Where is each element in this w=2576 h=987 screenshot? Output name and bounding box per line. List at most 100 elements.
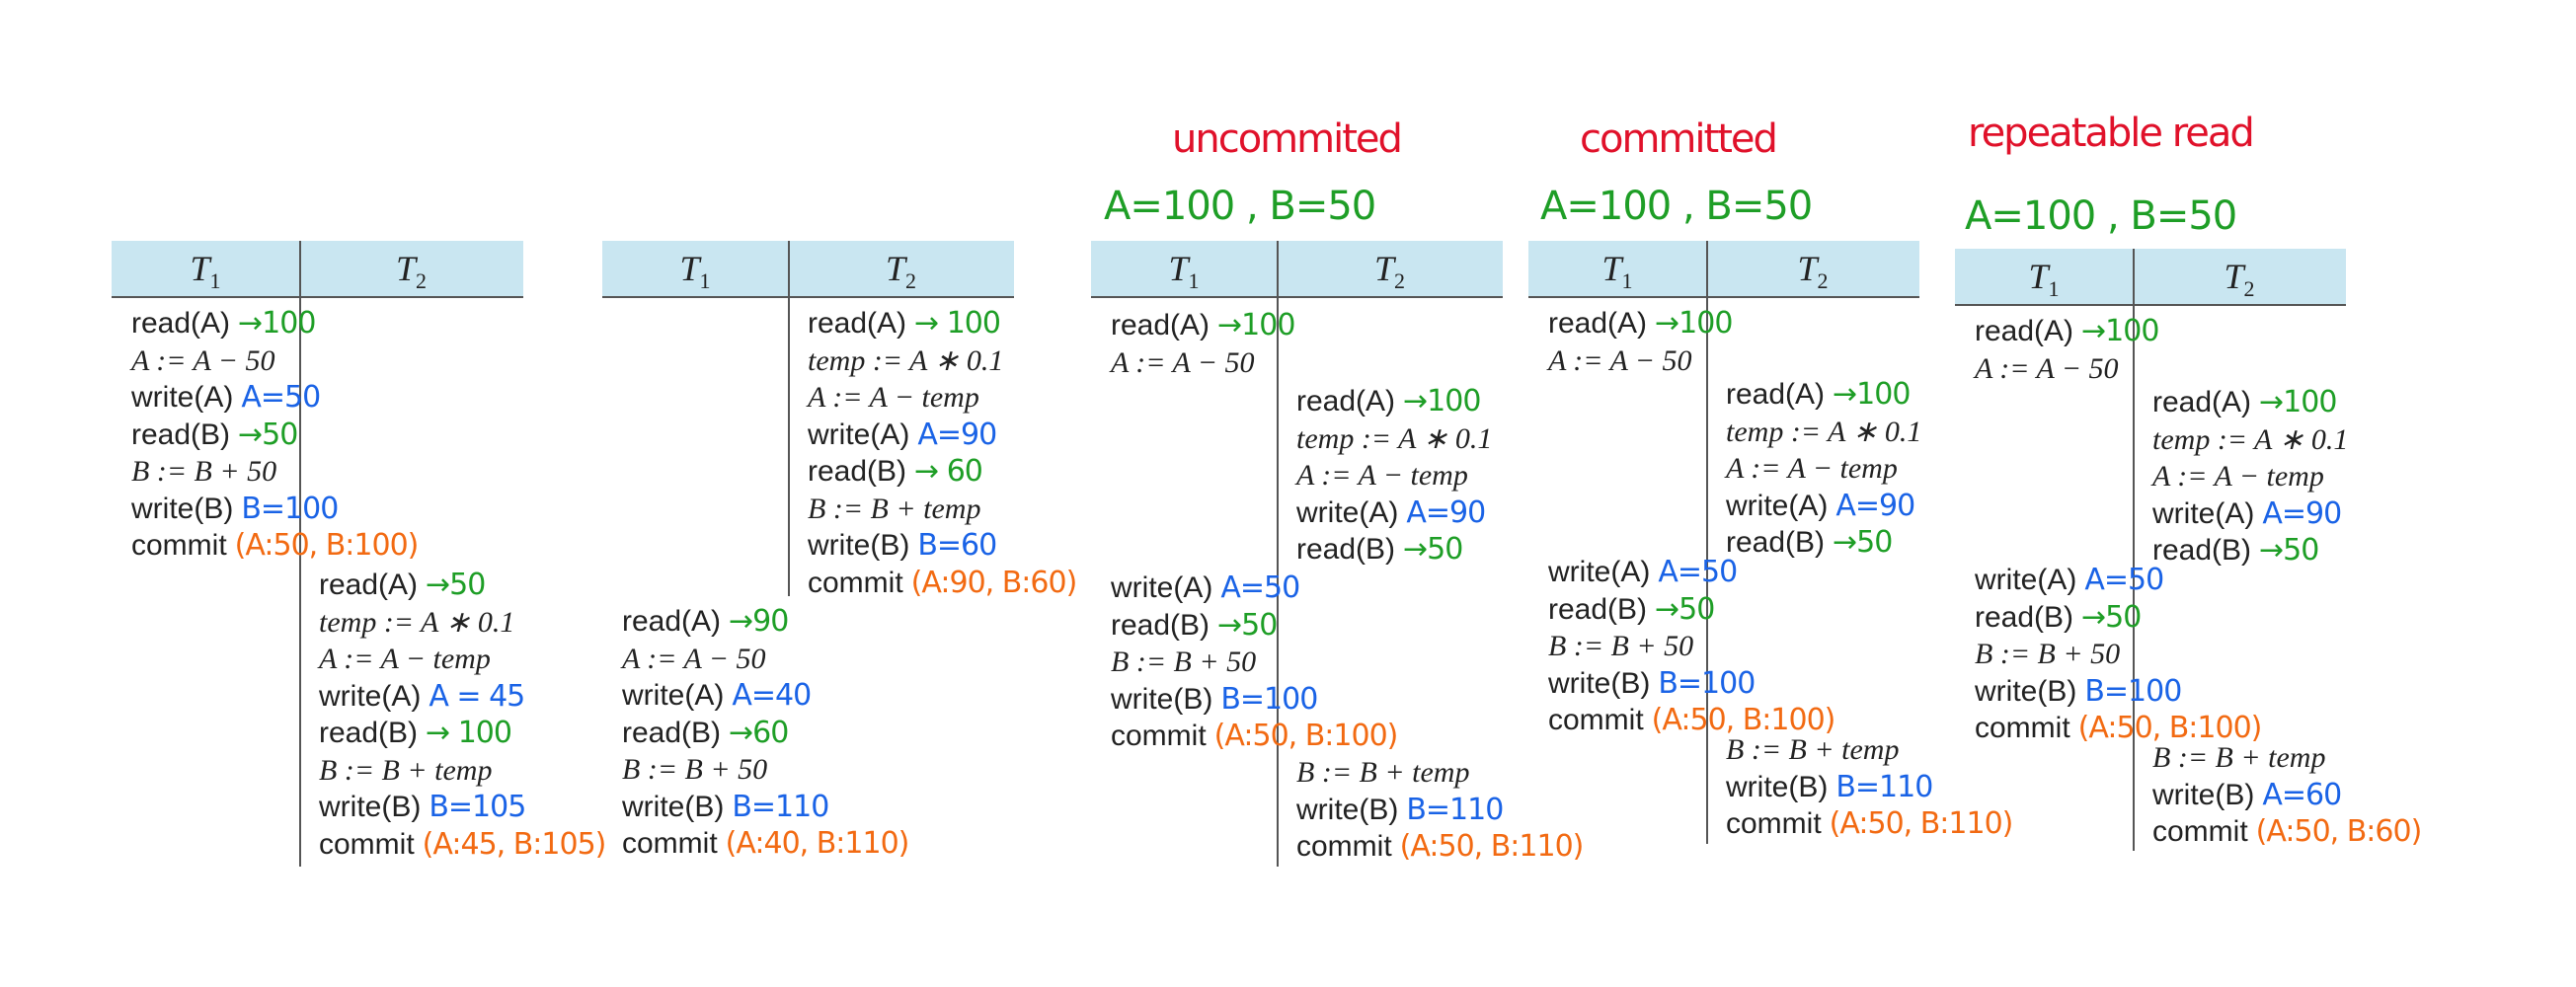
operation-row: temp := A ∗ 0.1	[1296, 421, 1492, 457]
operation-text: read(A)	[808, 307, 907, 340]
annotation: (A:50, B:60)	[2255, 814, 2423, 849]
annotation: B=100	[1658, 665, 1756, 701]
column-header-subscript: 2	[1394, 268, 1406, 294]
operation-row: read(A)→100	[1111, 308, 1295, 343]
operation-text: A := A − 50	[622, 642, 766, 675]
operation-row: B := B + temp	[1296, 755, 1469, 791]
column-header-t1: T1	[1091, 241, 1277, 296]
annotation: →50	[2081, 599, 2142, 635]
operation-text: commit	[1975, 712, 2070, 744]
annotation: (A:50, B:110)	[1829, 806, 2014, 841]
operation-text: write(A)	[622, 679, 725, 712]
operation-row: write(B)B=100	[1548, 665, 1756, 702]
annotation: A=50	[1220, 570, 1300, 605]
operation-row: commit(A:50, B:100)	[131, 528, 420, 564]
operation-row: read(A)→100	[2152, 385, 2337, 420]
annotation: A=50	[2084, 563, 2164, 597]
column-divider	[1277, 241, 1279, 867]
operation-row: commit(A:40, B:110)	[622, 826, 909, 862]
operation-text: commit	[131, 529, 227, 562]
operation-row: read(B)→50	[1726, 525, 1893, 561]
operation-text: temp := A ∗ 0.1	[2152, 422, 2349, 456]
operation-row: write(B)B=105	[319, 790, 526, 825]
operation-row: write(B)B=100	[1975, 674, 2182, 710]
operation-text: read(B)	[808, 455, 907, 488]
operation-text: A := A − temp	[1726, 452, 1898, 485]
annotation: →100	[1833, 377, 1911, 412]
operation-row: read(B)→50	[1548, 592, 1715, 628]
label-committed: committed	[1580, 116, 1778, 162]
column-header-letter: T	[1168, 249, 1189, 288]
annotation: A=50	[241, 380, 321, 415]
operation-text: write(A)	[2152, 496, 2255, 530]
annotation: (A:50, B:100)	[234, 528, 420, 563]
annotation: A = 45	[429, 678, 525, 714]
column-header-t2: T2	[299, 241, 523, 296]
label-uncommitted: uncommited	[1172, 116, 1403, 162]
operation-text: commit	[1548, 704, 1644, 736]
operation-text: read(A)	[1548, 307, 1648, 340]
annotation: → 100	[914, 306, 1001, 341]
column-header-letter: T	[679, 249, 700, 288]
operation-row: A := A − 50	[131, 343, 275, 379]
operation-row: commit(A:50, B:110)	[1726, 806, 2014, 842]
operation-text: read(B)	[131, 418, 231, 451]
operation-text: read(A)	[622, 605, 722, 638]
operation-row: write(B)B=60	[808, 528, 997, 564]
operation-text: A := A − temp	[1296, 459, 1468, 492]
annotation: B=110	[1406, 792, 1504, 827]
operation-row: commit(A:45, B:105)	[319, 827, 606, 863]
annotation: A=50	[1658, 555, 1738, 589]
operation-text: read(A)	[131, 307, 231, 340]
annotation: →50	[1217, 607, 1278, 643]
operation-row: read(B)→50	[1975, 599, 2142, 636]
operation-text: commit	[1111, 720, 1207, 752]
column-header-letter: T	[190, 249, 210, 288]
annotation: B=105	[429, 790, 526, 824]
operation-row: write(A)A=90	[1726, 489, 1915, 524]
operation-row: read(B)→50	[131, 418, 298, 453]
operation-row: read(A)→100	[1726, 377, 1911, 413]
annotation: A=90	[1406, 494, 1486, 530]
operation-row: B := B + temp	[2152, 740, 2325, 776]
operation-text: B := B + temp	[1296, 756, 1470, 789]
operation-text: write(A)	[1726, 489, 1829, 522]
annotation: A=90	[917, 417, 997, 452]
operation-text: B := B + 50	[1548, 630, 1694, 662]
operation-row: read(A)→100	[1975, 314, 2159, 349]
initial-values-committed: A=100 , B=50	[1540, 184, 1813, 229]
operation-text: B := B + 50	[622, 753, 768, 786]
operation-row: write(B)B=110	[1726, 770, 1933, 805]
operation-row: commit(A:90, B:60)	[808, 566, 1077, 601]
operation-text: read(A)	[1975, 315, 2074, 347]
operation-text: read(A)	[319, 569, 419, 601]
operation-row: read(B)→60	[622, 716, 789, 751]
operation-row: A := A − temp	[319, 642, 491, 677]
operation-row: A := A − 50	[622, 642, 766, 677]
annotation: (A:50, B:110)	[1399, 829, 1585, 864]
operation-row: read(B)→ 60	[808, 454, 983, 490]
operation-row: write(A)A=50	[1975, 563, 2164, 598]
column-header-subscript: 2	[1817, 268, 1829, 294]
annotation: (A:50, B:100)	[1213, 719, 1399, 753]
operation-row: B := B + 50	[1975, 637, 2120, 672]
operation-text: A := A − 50	[1975, 351, 2119, 385]
annotation: B=60	[917, 528, 997, 563]
operation-text: A := A − 50	[131, 343, 275, 377]
operation-text: write(A)	[1296, 495, 1399, 529]
operation-text: B := B + 50	[131, 455, 277, 488]
operation-row: write(A)A=50	[1111, 570, 1300, 606]
operation-text: read(B)	[2152, 534, 2252, 567]
operation-text: write(B)	[1975, 674, 2077, 708]
operation-text: commit	[2152, 815, 2248, 848]
operation-row: B := B + 50	[622, 752, 767, 788]
operation-text: B := B + temp	[319, 753, 493, 787]
column-header-t2: T2	[788, 241, 1014, 296]
operation-text: write(B)	[1296, 793, 1399, 826]
annotation: →100	[1217, 308, 1295, 342]
operation-row: commit(A:50, B:100)	[1111, 719, 1399, 754]
operation-text: temp := A ∗ 0.1	[319, 605, 515, 639]
operation-row: write(B)B=110	[622, 790, 829, 825]
column-header-subscript: 2	[2243, 276, 2255, 302]
